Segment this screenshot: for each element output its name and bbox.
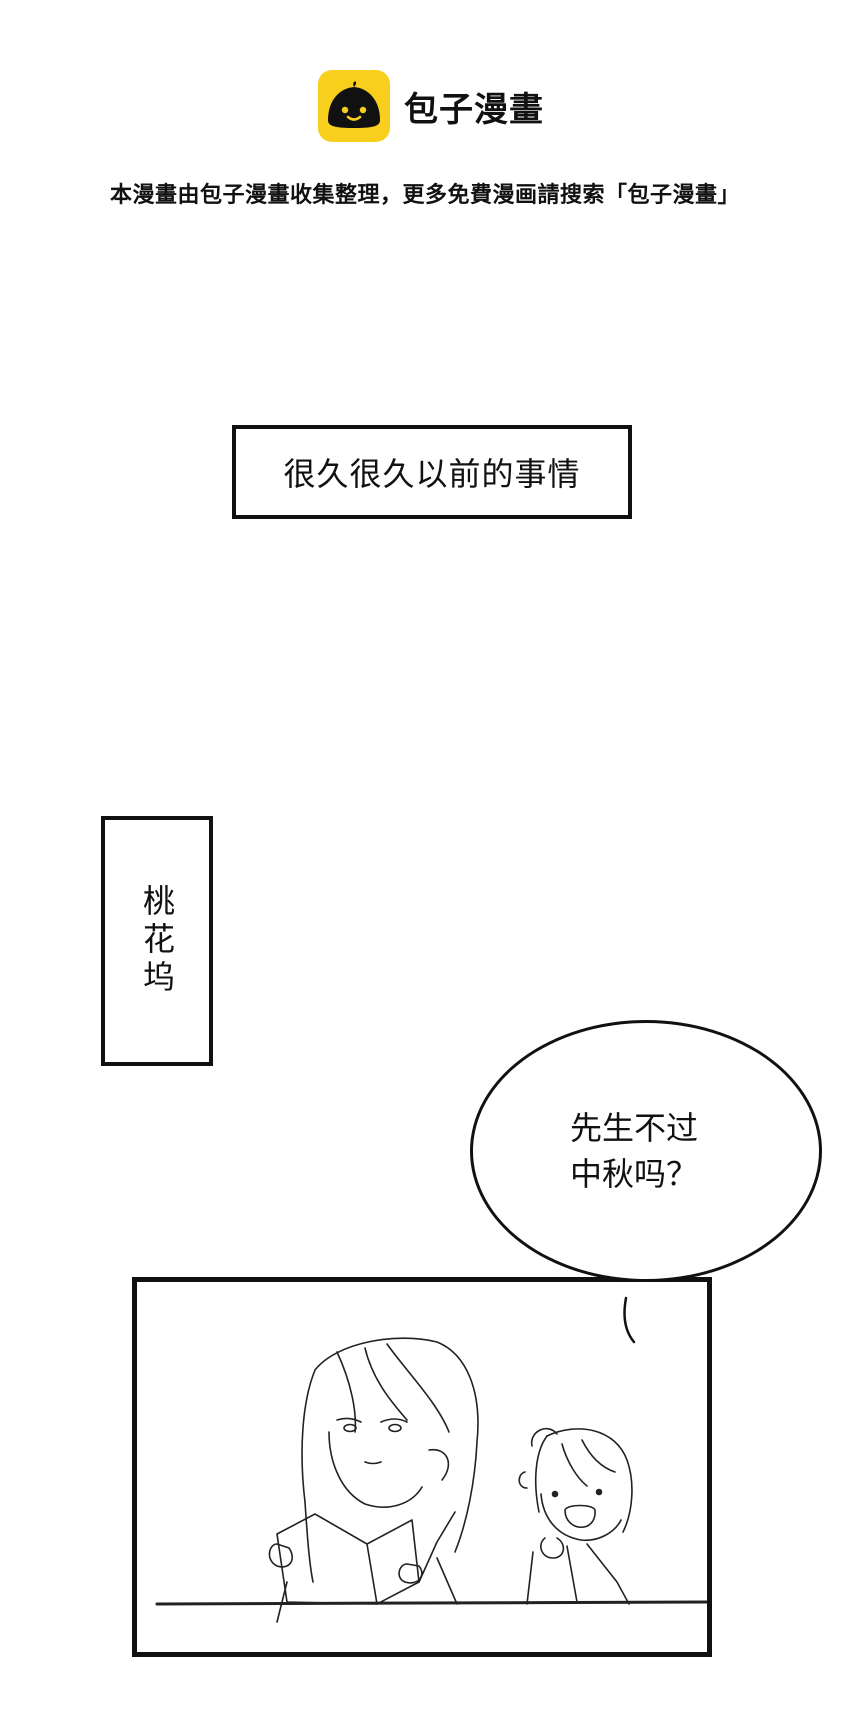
source-note: 本漫畫由包子漫畫收集整理，更多免費漫画請搜索「包子漫畫」 [109,183,740,208]
location-caption: 桃花坞 [101,816,213,1066]
brand-header: 包子漫畫 [318,70,544,142]
speech-bubble: 先生不过 中秋吗？ [470,1020,822,1282]
narration-caption: 很久很久以前的事情 [232,425,632,519]
comic-panel [132,1277,712,1657]
speech-bubble-tail [623,1296,636,1344]
brand-name: 包子漫畫 [404,89,544,130]
speech-bubble-text: 先生不过 中秋吗？ [570,1105,730,1197]
location-caption-text: 桃花坞 [138,884,176,998]
panel-illustration [155,1337,707,1623]
narration-caption-text: 很久很久以前的事情 [283,455,581,493]
speech-bubble-line: 先生不过 [570,1109,699,1147]
steamed-bun-icon [318,70,390,142]
speech-bubble-line: 中秋吗？ [570,1155,699,1193]
